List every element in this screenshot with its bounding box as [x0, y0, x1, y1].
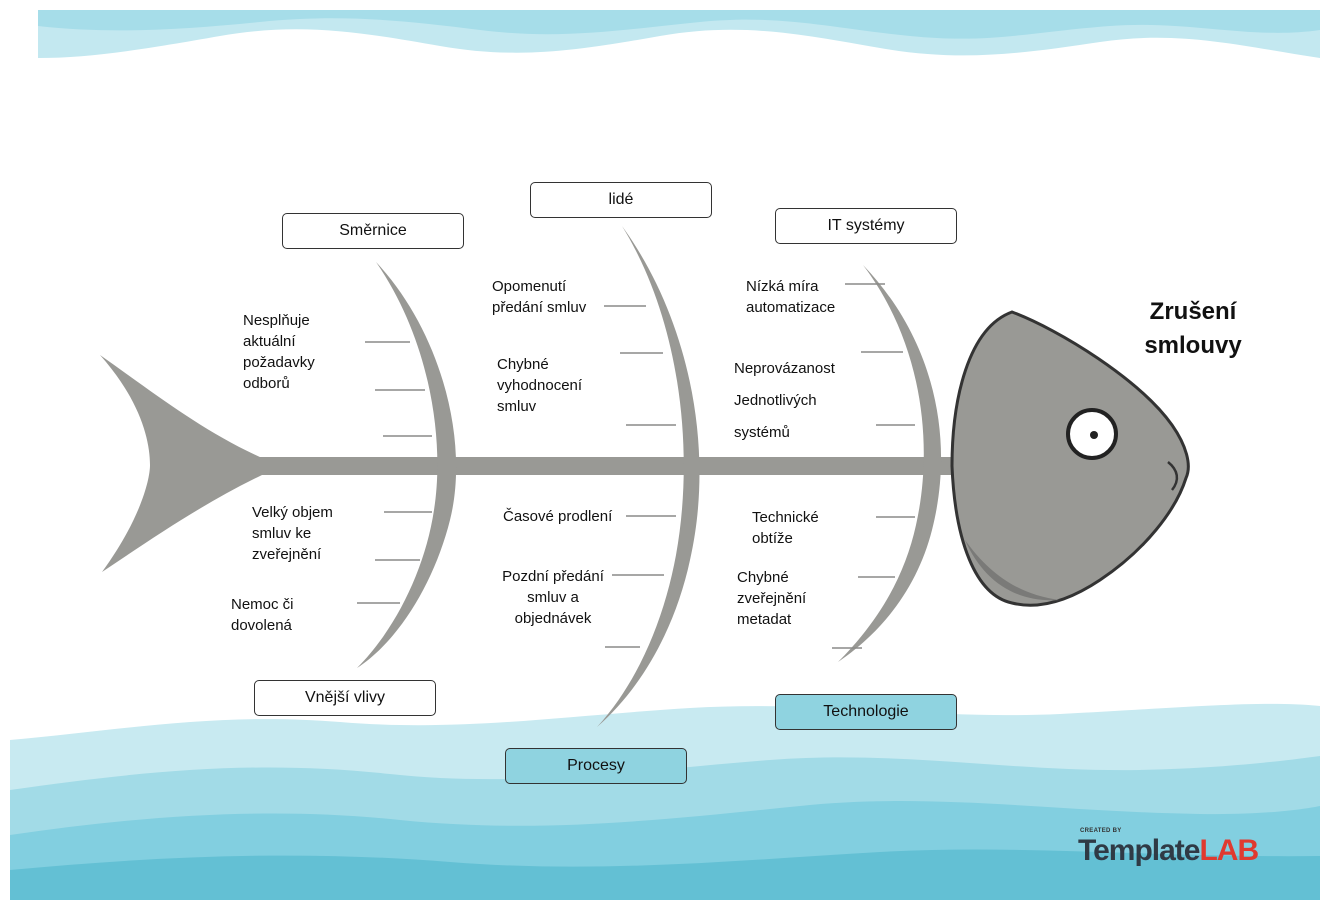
category-lide: lidé	[530, 182, 712, 218]
cause-label: Nemoc či dovolená	[231, 596, 294, 634]
category-label: Směrnice	[339, 222, 407, 239]
category-smernice: Směrnice	[282, 213, 464, 249]
logo-part-template: Template	[1078, 834, 1200, 867]
category-label: Vnější vlivy	[304, 689, 386, 706]
category-label: IT systémy	[827, 217, 905, 234]
logo-part-lab: LAB	[1199, 834, 1259, 867]
category-label: Procesy	[567, 757, 625, 774]
cause-label: Jednotlivých	[734, 392, 817, 409]
category-procesy: Procesy	[505, 748, 687, 784]
category-label: lidé	[608, 191, 634, 208]
rib-left	[357, 262, 457, 668]
effect-title: Zrušení smlouvy	[1144, 298, 1242, 359]
cause-label: Časové prodlení	[503, 508, 613, 525]
cause-label: Nesplňuje aktuální požadavky odborů	[243, 312, 315, 392]
cause-label: Pozdní předání smluv a objednávek	[502, 568, 604, 627]
cause-label: systémů	[734, 424, 790, 441]
cause-label: Technické obtíže	[752, 509, 819, 547]
category-technologie: Technologie	[775, 694, 957, 730]
fish-eye	[1066, 408, 1118, 460]
category-label: Technologie	[823, 703, 909, 720]
cause-label: Nízká míra automatizace	[746, 278, 836, 316]
cause-label: Velký objem smluv ke zveřejnění	[252, 504, 333, 563]
bottom-wave-decoration	[10, 703, 1320, 900]
logo-created-by: CREATED BY	[1080, 828, 1122, 834]
category-it-systemy: IT systémy	[775, 208, 957, 244]
cause-label: Neprovázanost	[734, 360, 835, 377]
fish-head	[950, 310, 1190, 607]
top-wave-decoration	[38, 10, 1320, 58]
templatelab-logo: CREATED BY TemplateLAB	[1078, 828, 1278, 878]
cause-label: Chybné zveřejnění metadat	[737, 569, 807, 628]
cause-label: Chybné vyhodnocení smluv	[497, 356, 583, 415]
fish-tail	[100, 355, 262, 572]
fish-spine	[255, 457, 985, 475]
rib-middle	[597, 226, 700, 727]
logo-wordmark: TemplateLAB	[1078, 834, 1259, 868]
rib-right	[838, 265, 942, 662]
cause-label: Opomenutí předání smluv	[492, 278, 587, 316]
category-vnejsi-vlivy: Vnější vlivy	[254, 680, 436, 716]
cause-ticks	[357, 283, 915, 649]
